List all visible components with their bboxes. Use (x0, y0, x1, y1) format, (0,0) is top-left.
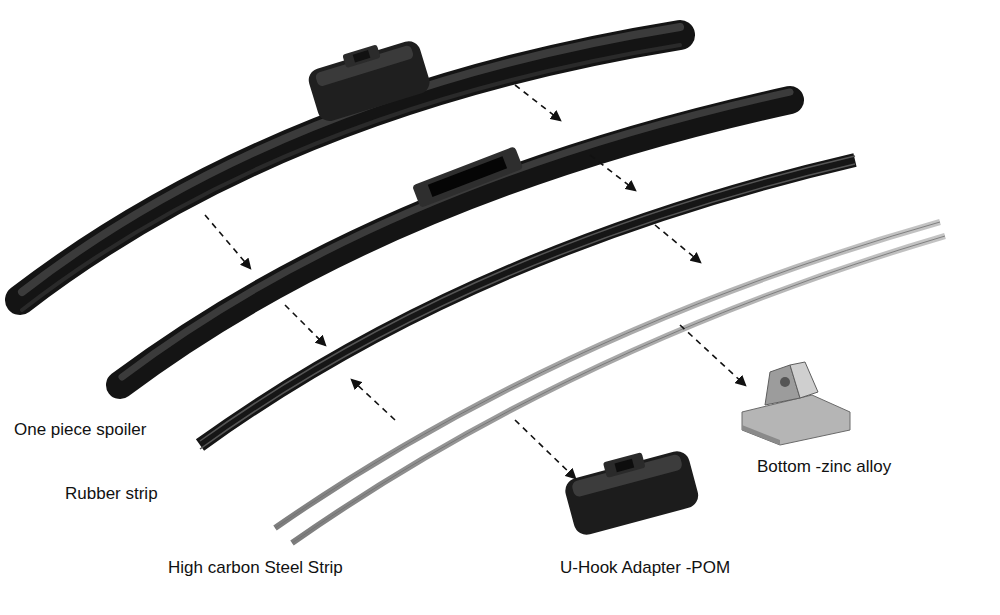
part-label: High carbon Steel Strip (168, 558, 343, 578)
explode-arrow (205, 85, 745, 478)
steel-strip (275, 222, 945, 543)
u-hook-adapter (560, 441, 701, 538)
part-label: Rubber strip (65, 484, 158, 504)
zinc-bracket (742, 362, 850, 445)
spoiler-body (120, 92, 790, 385)
adapter-slot (412, 146, 523, 208)
part-label: U-Hook Adapter -POM (560, 558, 730, 578)
blade-adapter (304, 33, 432, 124)
part-label: Bottom -zinc alloy (757, 457, 891, 477)
part-label: One piece spoiler (14, 420, 146, 440)
